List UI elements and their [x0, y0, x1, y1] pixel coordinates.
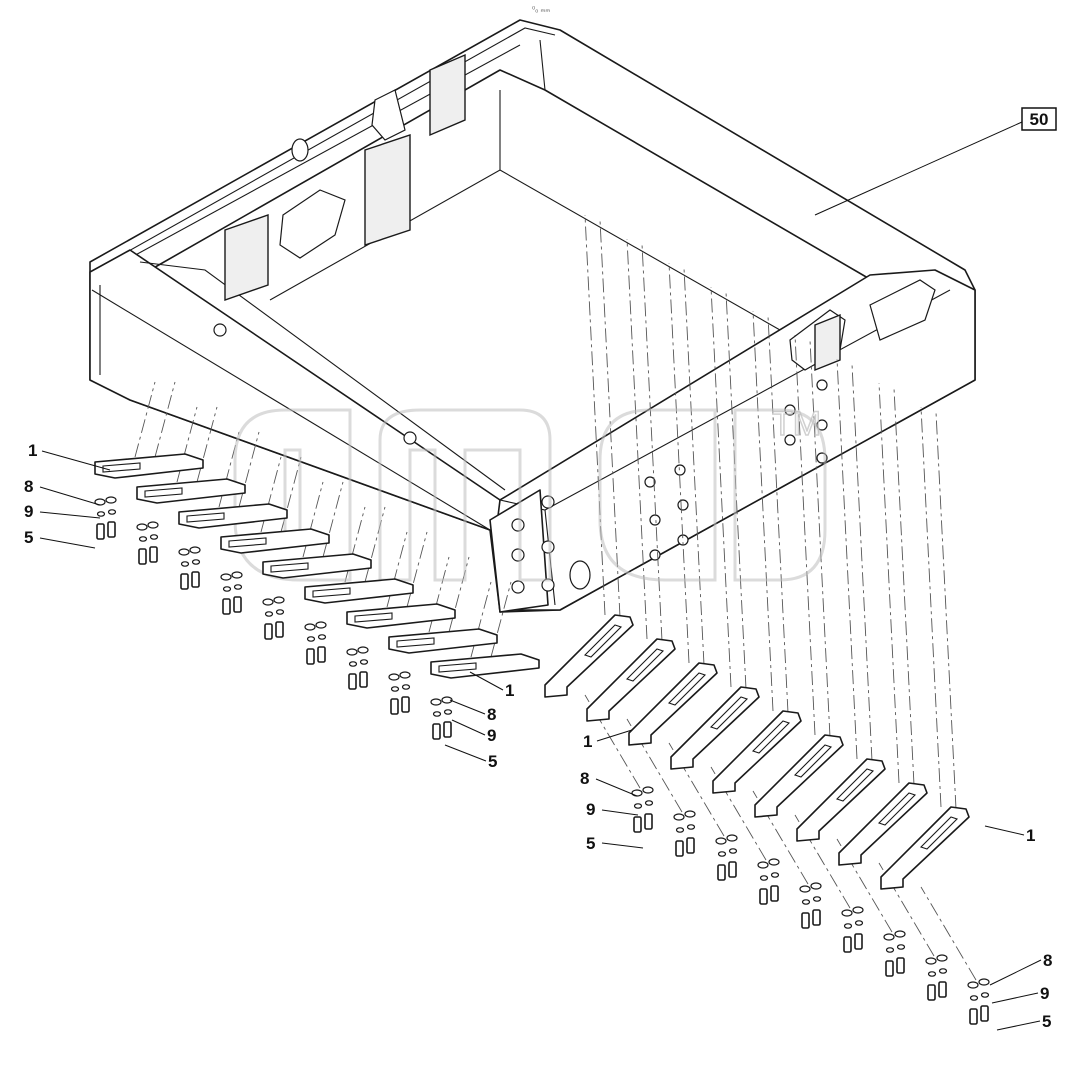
callout-washer-lock-middle: 9 [487, 726, 496, 745]
wear-pad [388, 628, 498, 654]
hardware-set [883, 930, 906, 977]
wear-pad [346, 603, 456, 629]
callout-pad-right-upper: 1 [583, 732, 592, 751]
wear-pad [670, 686, 760, 770]
wear-pad [628, 662, 718, 746]
hardware-set [967, 978, 990, 1025]
callout-washer-lock-right-upper: 9 [586, 800, 595, 819]
callout-bolt-middle: 5 [488, 752, 497, 771]
wear-pad [754, 734, 844, 818]
assembly-callout-label: 50 [1030, 110, 1049, 129]
hardware-set [178, 546, 201, 590]
callout-bolt-far-right: 5 [1042, 1012, 1051, 1031]
callout-washer-top-right-upper: 8 [580, 769, 589, 788]
hardware-set [262, 596, 285, 640]
wear-pad [136, 478, 246, 504]
hardware-set [673, 810, 696, 857]
callout-bolt-right-upper: 5 [586, 834, 595, 853]
hardware-set [757, 858, 780, 905]
watermark-trademark: TM [772, 405, 821, 443]
hardware-set [841, 906, 864, 953]
hardware-set [220, 571, 243, 615]
wear-pad [880, 806, 970, 890]
callout-pad-far-right: 1 [1026, 826, 1035, 845]
hardware-set [715, 834, 738, 881]
hardware-set [136, 521, 159, 565]
wear-pad [178, 503, 288, 529]
wear-pad [94, 453, 204, 479]
parts-group [94, 453, 990, 1025]
hardware-set [94, 496, 117, 540]
callout-bolt-left: 5 [24, 528, 33, 547]
wear-pad [838, 782, 928, 866]
header-marks: ⁰ₒ ₘₘ [532, 5, 550, 14]
hardware-set [346, 646, 369, 690]
hardware-set [304, 621, 327, 665]
hardware-set [388, 671, 411, 715]
assembly-callout-box [1021, 107, 1057, 131]
wear-pad [304, 578, 414, 604]
callout-pad-left: 1 [28, 441, 37, 460]
hardware-set [631, 786, 654, 833]
hardware-set [430, 696, 453, 740]
wear-pad [430, 653, 540, 679]
wear-pad [262, 553, 372, 579]
callout-pad-middle: 1 [505, 681, 514, 700]
callout-washer-top-far-right: 8 [1043, 951, 1052, 970]
hardware-set [799, 882, 822, 929]
callouts: 50 1 8 9 5 1 8 9 5 1 8 9 5 1 8 9 [24, 107, 1057, 1031]
wear-pad [220, 528, 330, 554]
callout-washer-top-middle: 8 [487, 705, 496, 724]
wear-pad [796, 758, 886, 842]
callout-washer-top-left: 8 [24, 477, 33, 496]
callout-washer-lock-left: 9 [24, 502, 33, 521]
wear-pad [586, 638, 676, 722]
assembly-lines [134, 214, 977, 981]
hardware-set [925, 954, 948, 1001]
wear-pad [544, 614, 634, 698]
callout-washer-lock-far-right: 9 [1040, 984, 1049, 1003]
wear-pad [712, 710, 802, 794]
